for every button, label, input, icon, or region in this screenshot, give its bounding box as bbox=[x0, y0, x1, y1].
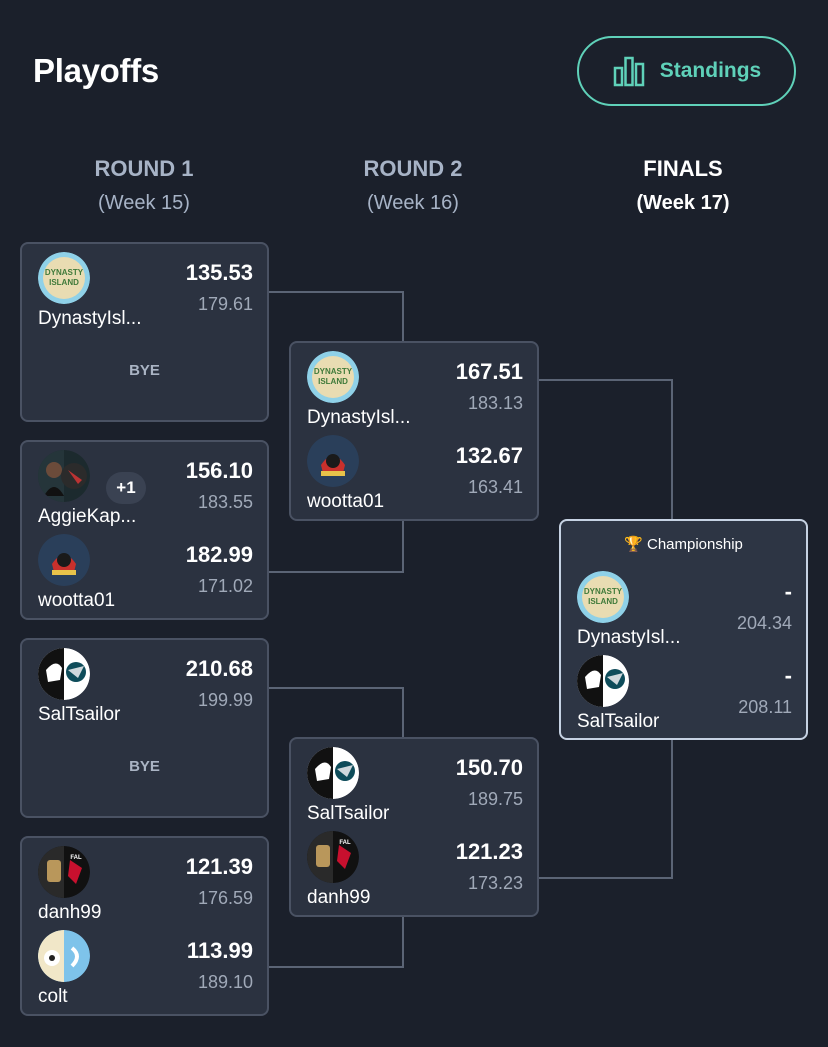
team-projected: 183.13 bbox=[467, 393, 523, 413]
team-projected: 189.75 bbox=[467, 789, 523, 809]
saltsailor-avatar bbox=[38, 648, 90, 700]
team-score: 167.51 bbox=[455, 359, 523, 384]
team-name: danh99 bbox=[307, 887, 371, 908]
team-score: 121.23 bbox=[455, 839, 523, 864]
team-score: 121.39 bbox=[185, 854, 253, 879]
team-row[interactable]: DynastyIsl... 167.51 183.13 bbox=[291, 343, 537, 428]
team-row[interactable]: SalTsailor - 208.11 bbox=[561, 647, 806, 732]
team-row[interactable]: AggieKap... 156.10 183.55 bbox=[22, 442, 267, 527]
danh-avatar bbox=[307, 831, 359, 883]
team-row[interactable]: wootta01 132.67 163.41 bbox=[291, 427, 537, 512]
dynasty-island-avatar bbox=[307, 351, 359, 403]
team-name: wootta01 bbox=[307, 491, 385, 512]
team-row[interactable]: SalTsailor 150.70 189.75 bbox=[291, 739, 537, 824]
team-score: - bbox=[784, 579, 792, 604]
matchup-card[interactable]: DynastyIsl... 167.51 183.13 wootta01 132… bbox=[289, 341, 539, 521]
team-row[interactable]: SalTsailor 210.68 199.99 bbox=[22, 640, 267, 725]
team-row[interactable]: DynastyIsl... - 204.34 bbox=[561, 563, 806, 648]
team-name: colt bbox=[38, 986, 68, 1007]
team-projected: 183.55 bbox=[197, 492, 253, 512]
bar-chart-icon bbox=[612, 54, 646, 88]
round-2-header: ROUND 2 (Week 16) bbox=[303, 156, 523, 215]
team-score: - bbox=[784, 663, 792, 688]
aggie-avatar bbox=[38, 450, 90, 502]
round-week: (Week 17) bbox=[636, 192, 730, 214]
team-score: 132.67 bbox=[455, 443, 523, 468]
co-owner-badge: +1 bbox=[106, 472, 146, 504]
team-projected: 163.41 bbox=[467, 477, 523, 497]
matchup-card[interactable]: danh99 121.39 176.59 colt 113.99 189.10 bbox=[20, 836, 269, 1016]
team-name: AggieKap... bbox=[38, 506, 137, 527]
danh-avatar bbox=[38, 846, 90, 898]
team-projected: 189.10 bbox=[197, 972, 253, 992]
team-score: 113.99 bbox=[186, 938, 253, 963]
team-name: SalTsailor bbox=[577, 711, 660, 732]
team-name: SalTsailor bbox=[307, 803, 390, 824]
page-title: Playoffs bbox=[33, 52, 159, 89]
bye-label: BYE bbox=[129, 758, 160, 775]
team-name: DynastyIsl... bbox=[577, 627, 681, 648]
championship-label: Championship bbox=[646, 536, 743, 553]
matchup-card[interactable]: DynastyIsl... 135.53 179.61 BYE bbox=[20, 242, 269, 422]
dynasty-island-avatar bbox=[38, 252, 90, 304]
standings-label: Standings bbox=[659, 59, 762, 82]
team-score: 182.99 bbox=[185, 542, 253, 567]
team-projected: 208.11 bbox=[738, 697, 792, 717]
team-projected: 204.34 bbox=[736, 613, 792, 633]
team-projected: 176.59 bbox=[197, 888, 253, 908]
team-projected: 179.61 bbox=[197, 294, 253, 314]
round-week: (Week 15) bbox=[98, 192, 190, 214]
saltsailor-avatar bbox=[577, 655, 629, 707]
standings-button[interactable]: Standings bbox=[577, 36, 796, 106]
matchup-card[interactable]: AggieKap... 156.10 183.55 wootta01 182.9… bbox=[20, 440, 269, 620]
team-score: 150.70 bbox=[455, 755, 523, 780]
dynasty-island-avatar bbox=[577, 571, 629, 623]
round-name: ROUND 2 bbox=[363, 156, 463, 181]
finals-header: FINALS (Week 17) bbox=[573, 156, 793, 215]
trophy-icon: 🏆 bbox=[624, 536, 643, 553]
team-projected: 171.02 bbox=[197, 576, 253, 596]
championship-title: 🏆 Championship bbox=[561, 535, 806, 553]
team-name: SalTsailor bbox=[38, 704, 121, 725]
team-score: 135.53 bbox=[185, 260, 253, 285]
wootta-avatar bbox=[307, 435, 359, 487]
round-week: (Week 16) bbox=[367, 192, 459, 214]
team-row[interactable]: danh99 121.39 176.59 bbox=[22, 838, 267, 923]
championship-card[interactable]: 🏆 Championship DynastyIsl... - 204.34 Sa… bbox=[559, 519, 808, 740]
team-score: 210.68 bbox=[185, 656, 253, 681]
team-name: DynastyIsl... bbox=[38, 308, 142, 329]
team-row[interactable]: colt 113.99 189.10 bbox=[22, 922, 267, 1007]
team-name: DynastyIsl... bbox=[307, 407, 411, 428]
matchup-card[interactable]: SalTsailor 210.68 199.99 BYE bbox=[20, 638, 269, 818]
colt-avatar bbox=[38, 930, 90, 982]
team-row[interactable]: DynastyIsl... 135.53 179.61 bbox=[22, 244, 267, 329]
bye-label: BYE bbox=[129, 362, 160, 379]
team-row[interactable]: danh99 121.23 173.23 bbox=[291, 823, 537, 908]
team-projected: 199.99 bbox=[197, 690, 253, 710]
team-row[interactable]: wootta01 182.99 171.02 bbox=[22, 526, 267, 611]
team-projected: 173.23 bbox=[467, 873, 523, 893]
wootta-avatar bbox=[38, 534, 90, 586]
matchup-card[interactable]: SalTsailor 150.70 189.75 danh99 121.23 1… bbox=[289, 737, 539, 917]
team-score: 156.10 bbox=[185, 458, 253, 483]
round-name: FINALS bbox=[643, 156, 723, 181]
round-1-header: ROUND 1 (Week 15) bbox=[34, 156, 254, 215]
saltsailor-avatar bbox=[307, 747, 359, 799]
round-name: ROUND 1 bbox=[94, 156, 194, 181]
team-name: danh99 bbox=[38, 902, 102, 923]
team-name: wootta01 bbox=[38, 590, 116, 611]
